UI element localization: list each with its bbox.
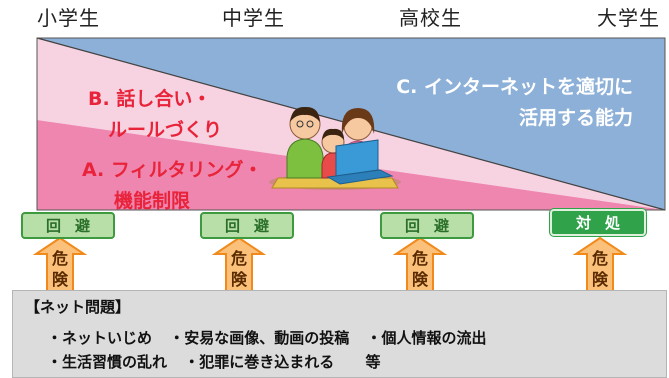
region-a-line-1: A. フィルタリング・	[82, 159, 263, 181]
danger-char-1: 危	[230, 249, 247, 268]
problem-item: ・犯罪に巻き込まれる	[184, 353, 335, 371]
region-a-label: A. フィルタリング・ 機能制限	[82, 155, 263, 217]
stage-label-elementary: 小学生	[37, 6, 100, 30]
stage-label-university: 大学生	[597, 6, 660, 30]
avoid-box-high-school: 回避	[380, 212, 474, 239]
danger-char-1: 危	[51, 249, 68, 268]
deal-box-university: 対処	[550, 209, 646, 236]
problem-item: 等	[365, 353, 381, 371]
danger-arrow-junior-high: 危険	[215, 238, 263, 300]
danger-arrow-high-school: 危険	[396, 238, 444, 300]
family-illustration	[269, 106, 401, 190]
problem-item: ・安易な画像、動画の投稿	[169, 329, 350, 347]
diagram-outline	[36, 37, 666, 211]
problem-item: ・ネットいじめ	[47, 329, 153, 347]
danger-char-2: 険	[230, 270, 247, 289]
region-c-line-2: 活用する能力	[518, 107, 633, 129]
problem-item: ・生活習慣の乱れ	[47, 353, 168, 371]
problem-line-2: ・生活習慣の乱れ ・犯罪に巻き込まれる 等	[47, 351, 393, 372]
problem-item: ・個人情報の流出	[366, 329, 487, 347]
danger-char-2: 険	[411, 270, 428, 289]
stage-label-high-school: 高校生	[399, 6, 462, 30]
danger-char-2: 険	[591, 270, 608, 289]
region-c-line-1: C. インターネットを適切に	[396, 76, 633, 98]
avoid-box-elementary: 回避	[21, 212, 115, 239]
danger-char-1: 危	[411, 249, 428, 268]
net-problem-box: 【ネット問題】 ・ネットいじめ ・安易な画像、動画の投稿 ・個人情報の流出 ・生…	[12, 290, 667, 378]
region-c-label: C. インターネットを適切に 活用する能力	[396, 72, 633, 134]
danger-arrow-university: 危険	[576, 238, 624, 300]
region-b-label: B. 話し合い・ ルールづくり	[88, 84, 222, 146]
region-b-line-2: ルールづくり	[108, 119, 223, 141]
region-a-line-2: 機能制限	[114, 190, 191, 212]
avoid-box-junior-high: 回避	[200, 212, 294, 239]
danger-char-1: 危	[591, 249, 608, 268]
stage-label-junior-high: 中学生	[222, 6, 285, 30]
problem-title: 【ネット問題】	[25, 298, 131, 316]
region-b-line-1: B. 話し合い・	[88, 88, 212, 110]
danger-char-2: 険	[51, 270, 68, 289]
problem-line-1: ・ネットいじめ ・安易な画像、動画の投稿 ・個人情報の流出	[47, 327, 499, 348]
danger-arrow-elementary: 危険	[36, 238, 84, 300]
